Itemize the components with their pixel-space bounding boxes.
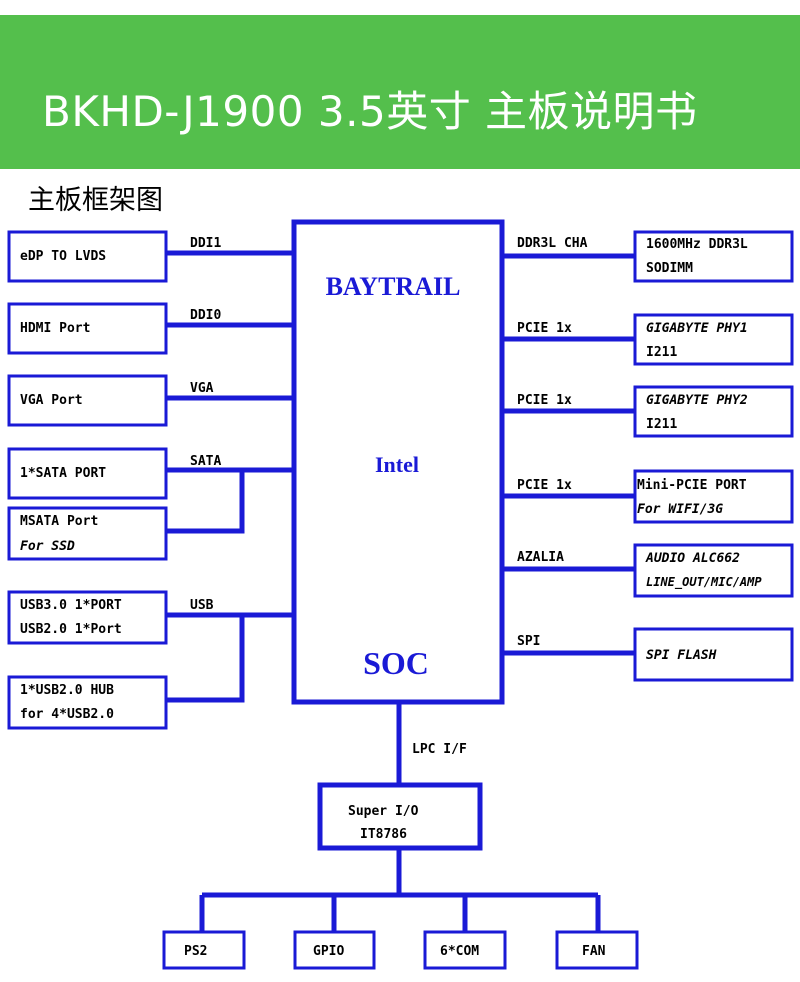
vga-label: VGA Port	[20, 393, 83, 408]
usb3-box: USB3.0 1*PORT USB2.0 1*Port	[7, 590, 168, 645]
gpio-label: GPIO	[313, 944, 344, 959]
phy1-label: GIGABYTE PHY1	[646, 321, 748, 336]
diagram-shape	[555, 930, 639, 970]
bus-label-usb: USB	[190, 598, 214, 613]
superio-sublabel: IT8786	[360, 827, 407, 842]
audio-label: AUDIO ALC662	[645, 551, 740, 566]
bus-label-pcie-3: PCIE 1x	[517, 478, 572, 493]
diagram-shape	[7, 590, 168, 645]
minipcie-sublabel: For WIFI/3G	[637, 502, 723, 517]
section-title: 主板框架图	[28, 185, 163, 216]
ps2-box: PS2	[162, 930, 246, 970]
audio-sublabel: LINE_OUT/MIC/AMP	[646, 575, 762, 590]
diagram-shape	[293, 930, 376, 970]
bus-label-ddi0: DDI0	[190, 308, 221, 323]
sata-box: 1*SATA PORT	[7, 447, 168, 500]
diagram-shape	[162, 930, 246, 970]
phy1-sublabel: I211	[646, 345, 677, 360]
sata-label: 1*SATA PORT	[20, 466, 106, 481]
line-msata	[166, 470, 245, 534]
diagram-shape	[7, 374, 168, 427]
diagram-shape	[633, 385, 794, 438]
usbhub-sublabel: for 4*USB2.0	[20, 707, 114, 722]
diagram-shape	[7, 506, 168, 561]
hdmi-label: HDMI Port	[20, 321, 90, 336]
phy2-label: GIGABYTE PHY2	[646, 393, 748, 408]
diagram-shape	[7, 447, 168, 500]
page-title: BKHD-J1900 3.5英寸 主板说明书	[42, 87, 698, 136]
soc-top-label: BAYTRAIL	[326, 272, 461, 301]
bus-label-pcie-1: PCIE 1x	[517, 321, 572, 336]
diagram-shape	[7, 230, 168, 283]
phy1-box: GIGABYTE PHY1 I211	[633, 313, 794, 366]
msata-box: MSATA Port For SSD	[7, 506, 168, 561]
usbhub-label: 1*USB2.0 HUB	[20, 683, 114, 698]
ddr-box: 1600MHz DDR3L SODIMM	[633, 230, 794, 283]
diagram-shape	[633, 230, 794, 283]
hdmi-box: HDMI Port	[7, 302, 168, 355]
bus-label-sata: SATA	[190, 454, 221, 469]
diagram-shape	[291, 219, 505, 705]
usb3-label: USB3.0 1*PORT	[20, 598, 122, 613]
bus-labels: DDI1 DDI0 VGA SATA USB DDR3L CHA PCIE 1x…	[190, 236, 588, 757]
diagram-shape	[633, 469, 794, 524]
bus-label-azalia: AZALIA	[517, 550, 564, 565]
ps2-label: PS2	[184, 944, 207, 959]
diagram-shape	[633, 627, 794, 682]
title-banner: BKHD-J1900 3.5英寸 主板说明书	[0, 15, 800, 169]
edp-box: eDP TO LVDS	[7, 230, 168, 283]
gpio-box: GPIO	[293, 930, 376, 970]
bus-label-vga: VGA	[190, 381, 214, 396]
diagram-shape	[423, 930, 507, 970]
soc-bottom-label: SOC	[363, 645, 429, 681]
fan-label: FAN	[582, 944, 606, 959]
superio-label: Super I/O	[348, 804, 419, 819]
usbhub-box: 1*USB2.0 HUB for 4*USB2.0	[7, 675, 168, 730]
vga-box: VGA Port	[7, 374, 168, 427]
soc-middle-label: Intel	[375, 452, 419, 477]
edp-label: eDP TO LVDS	[20, 249, 106, 264]
soc-block: BAYTRAIL Intel SOC	[291, 219, 505, 705]
diagram-shape	[633, 543, 794, 598]
ddr-sublabel: SODIMM	[646, 261, 693, 276]
ddr-label: 1600MHz DDR3L	[646, 237, 748, 252]
fan-box: FAN	[555, 930, 639, 970]
msata-sublabel: For SSD	[20, 539, 75, 554]
usb2-label: USB2.0 1*Port	[20, 622, 122, 637]
msata-label: MSATA Port	[20, 514, 98, 529]
bus-label-spi: SPI	[517, 634, 540, 649]
spi-label: SPI FLASH	[646, 648, 717, 663]
diagram-shape	[7, 675, 168, 730]
bus-label-ddi1: DDI1	[190, 236, 221, 251]
spi-box: SPI FLASH	[633, 627, 794, 682]
minipcie-box: Mini-PCIE PORT For WIFI/3G	[633, 469, 794, 524]
superio-box: Super I/O IT8786	[317, 782, 483, 851]
com-label: 6*COM	[440, 944, 479, 959]
connector-lines	[166, 250, 635, 932]
line-usbhub	[166, 615, 245, 703]
bus-label-lpc: LPC I/F	[412, 742, 467, 757]
audio-box: AUDIO ALC662 LINE_OUT/MIC/AMP	[633, 543, 794, 598]
com-box: 6*COM	[423, 930, 507, 970]
bus-label-pcie-2: PCIE 1x	[517, 393, 572, 408]
diagram-shape	[7, 302, 168, 355]
minipcie-label: Mini-PCIE PORT	[637, 478, 747, 493]
diagram-shape	[317, 782, 483, 851]
phy2-sublabel: I211	[646, 417, 677, 432]
diagram-shape	[633, 313, 794, 366]
bus-label-ddr: DDR3L CHA	[517, 236, 588, 251]
phy2-box: GIGABYTE PHY2 I211	[633, 385, 794, 438]
